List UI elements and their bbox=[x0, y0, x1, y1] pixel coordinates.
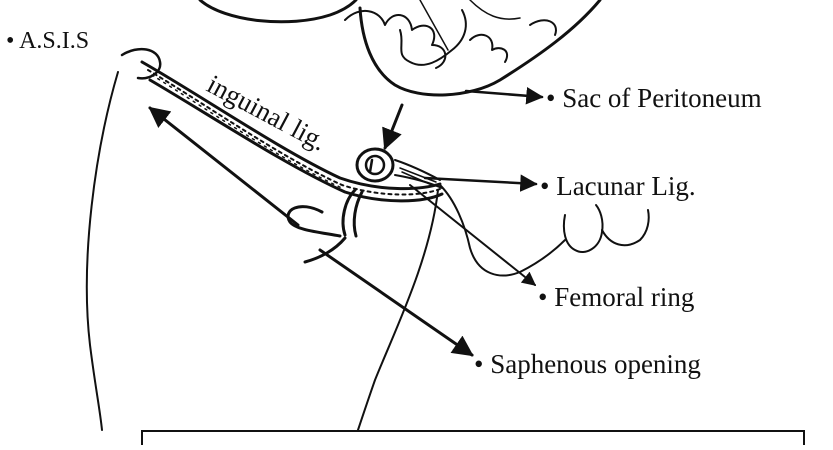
label-asis: • A.S.I.S bbox=[6, 28, 89, 54]
peritoneal-sac-drawing bbox=[200, 0, 600, 95]
arrow-to-saphenous bbox=[320, 250, 472, 355]
label-femoral-ring: • Femoral ring bbox=[538, 282, 694, 312]
arrow-into-femoral-canal bbox=[385, 105, 402, 148]
arrow-to-lacunar bbox=[425, 178, 536, 184]
pointer-arrows bbox=[150, 91, 542, 355]
label-saphenous-opening: • Saphenous opening bbox=[474, 349, 701, 379]
saphenous-opening-drawing bbox=[288, 190, 362, 262]
label-lacunar-ligament: • Lacunar Lig. bbox=[540, 171, 696, 201]
femoral-canal-drawing bbox=[357, 149, 442, 188]
arrow-to-sac bbox=[466, 91, 542, 97]
label-sac-of-peritoneum: • Sac of Peritoneum bbox=[546, 83, 762, 113]
caption-box bbox=[142, 431, 804, 445]
